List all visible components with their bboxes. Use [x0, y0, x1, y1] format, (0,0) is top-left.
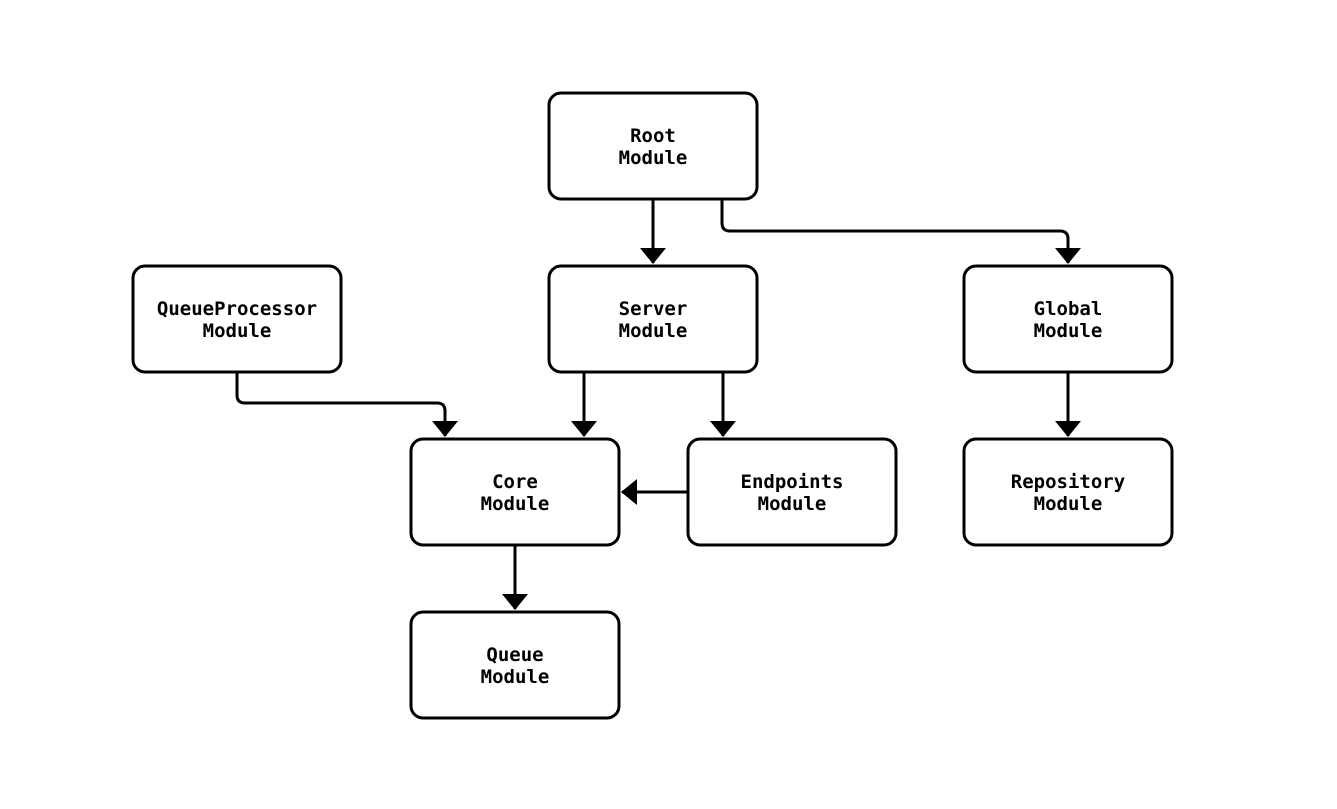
node-core-module-label-line1: Core — [492, 471, 538, 493]
node-queueprocessor-module: QueueProcessor Module — [131, 264, 343, 374]
node-global-module-box — [962, 264, 1174, 374]
node-root-module-box — [547, 91, 759, 201]
node-server-module-box — [547, 264, 759, 374]
node-repository-module: Repository Module — [962, 437, 1174, 547]
edge-queueprocessor-to-core — [235, 372, 458, 437]
node-core-module-label-line2: Module — [481, 493, 550, 515]
node-server-module-label-line1: Server — [619, 298, 688, 320]
node-server-module: Server Module — [547, 264, 759, 374]
node-root-module-label-line2: Module — [619, 147, 688, 169]
node-endpoints-module-box — [686, 437, 898, 547]
node-endpoints-module: Endpoints Module — [686, 437, 898, 547]
node-queueprocessor-module-label-line2: Module — [203, 320, 272, 342]
node-queue-module-box — [409, 610, 621, 720]
node-endpoints-module-label-line1: Endpoints — [741, 471, 844, 493]
node-queueprocessor-module-label-line1: QueueProcessor — [157, 298, 317, 320]
node-queueprocessor-module-box — [131, 264, 343, 374]
node-core-module-box — [409, 437, 621, 547]
node-queue-module-label-line2: Module — [481, 666, 550, 688]
edge-root-to-global — [720, 199, 1081, 264]
node-queue-module-label-line1: Queue — [486, 644, 543, 666]
edges-layer — [235, 199, 1081, 610]
nodes-layer: Root Module QueueProcessor Module Server… — [131, 91, 1174, 720]
node-repository-module-label-line1: Repository — [1011, 471, 1125, 493]
node-root-module: Root Module — [547, 91, 759, 201]
node-repository-module-box — [962, 437, 1174, 547]
node-endpoints-module-label-line2: Module — [758, 493, 827, 515]
node-root-module-label-line1: Root — [630, 125, 676, 147]
node-repository-module-label-line2: Module — [1034, 493, 1103, 515]
node-global-module-label-line2: Module — [1034, 320, 1103, 342]
node-core-module: Core Module — [409, 437, 621, 547]
node-queue-module: Queue Module — [409, 610, 621, 720]
node-global-module-label-line1: Global — [1034, 298, 1103, 320]
node-global-module: Global Module — [962, 264, 1174, 374]
node-server-module-label-line2: Module — [619, 320, 688, 342]
